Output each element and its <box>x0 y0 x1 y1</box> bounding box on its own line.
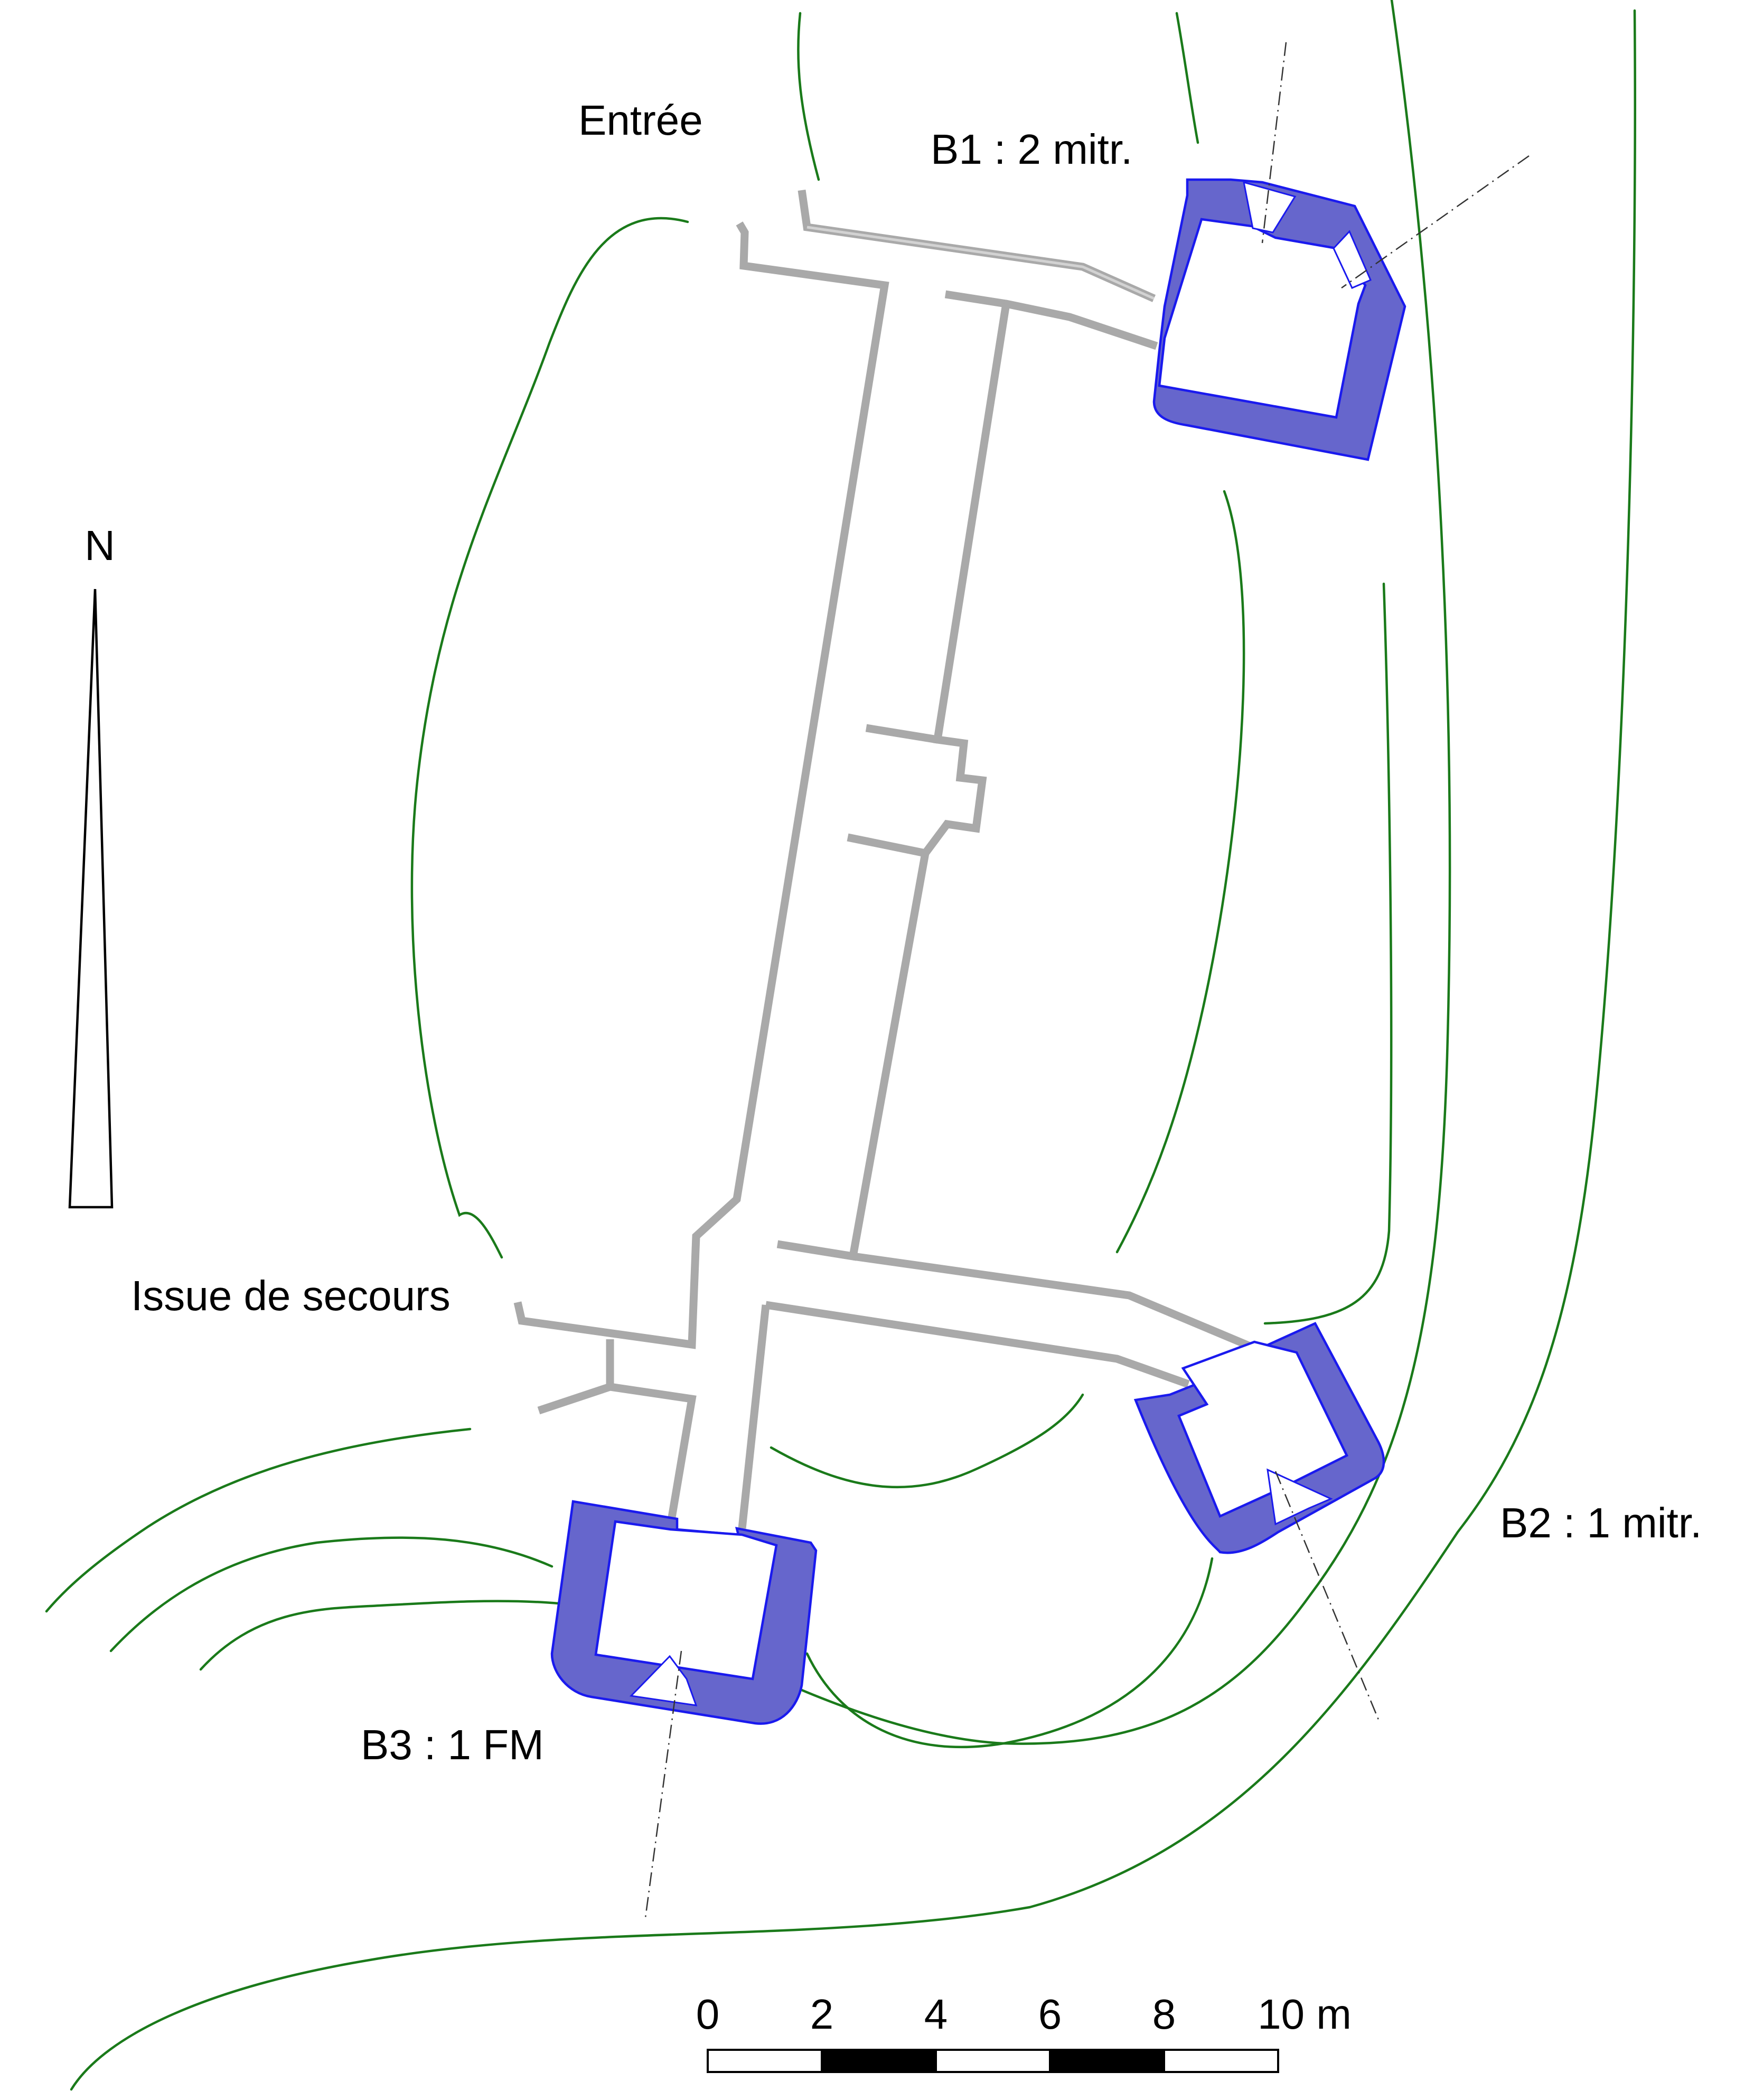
contour-line <box>770 1393 1084 1489</box>
gallery-wall-highlight <box>806 226 1155 300</box>
firing-lines <box>644 42 1530 1918</box>
scale-tick-label: 8 <box>1152 1991 1176 2038</box>
bunker-b1-embrasure <box>1243 181 1297 234</box>
gallery-east-wall <box>944 290 1158 350</box>
bunker-b1-interior <box>1158 218 1367 419</box>
gallery-entrance-south-wall <box>513 221 889 1349</box>
scale-segment <box>1163 2049 1279 2073</box>
scale-segment <box>1049 2049 1165 2073</box>
bunker-b2-embrasure <box>1267 1468 1333 1526</box>
b2-firing-line <box>1274 1471 1380 1720</box>
scale-tick-label: 0 <box>696 1991 720 2038</box>
gallery-exit-spur <box>537 1383 612 1415</box>
contour-line <box>45 1427 472 1613</box>
scale-segment <box>935 2049 1051 2073</box>
bunker-b1 <box>1152 178 1406 461</box>
north-arrow: N <box>68 522 115 1209</box>
contour-line <box>805 1557 1214 1749</box>
plan-labels: Entrée B1 : 2 mitr. Issue de secours B2 … <box>131 97 1702 1768</box>
contour-line <box>199 0 1451 1745</box>
north-arrow-icon <box>68 589 114 1209</box>
gallery-south-junction-wall <box>852 1252 1267 1356</box>
contour-line <box>410 217 689 1259</box>
terrain-contours <box>45 0 1636 2091</box>
scale-segment <box>707 2049 823 2073</box>
bunker-b3 <box>550 1500 818 1725</box>
contour-line <box>1115 490 1245 1254</box>
bunker-b2-interior <box>1177 1340 1348 1518</box>
gallery-niche-wall <box>865 724 939 744</box>
b1-firing-line <box>1261 42 1287 244</box>
label-entree: Entrée <box>578 97 703 144</box>
contour-line <box>1263 582 1393 1325</box>
bunker-b2 <box>1133 1322 1385 1554</box>
gallery-niche-wall <box>847 833 926 857</box>
b1-firing-line <box>1341 155 1530 289</box>
scale-segment <box>821 2049 937 2073</box>
scale-tick-label: 10 m <box>1258 1991 1352 2038</box>
underground-galleries <box>513 189 1267 1529</box>
scale-tick-label: 2 <box>810 1991 834 2038</box>
bunker-b3-interior <box>594 1520 778 1681</box>
label-b2: B2 : 1 mitr. <box>1500 1499 1702 1546</box>
contour-line <box>70 9 1636 2091</box>
scale-bar: 0 2 4 6 8 10 m <box>696 1991 1352 2073</box>
scale-tick-label: 6 <box>1038 1991 1062 2038</box>
gallery-b3-east-wall <box>738 1304 770 1529</box>
gallery-b2-approach-wall <box>765 1301 1190 1388</box>
scale-tick-label: 4 <box>924 1991 948 2038</box>
contour-line <box>797 12 820 181</box>
gallery-b3-west-wall <box>606 1339 697 1518</box>
label-b3: B3 : 1 FM <box>361 1721 544 1768</box>
bunker-b3-embrasure <box>629 1655 698 1706</box>
b3-firing-line <box>644 1650 682 1918</box>
contour-line <box>1175 12 1199 144</box>
label-issue-de-secours: Issue de secours <box>131 1272 451 1319</box>
label-b1: B1 : 2 mitr. <box>931 126 1132 173</box>
north-arrow-label: N <box>85 522 115 569</box>
contour-line <box>109 1536 554 1653</box>
gallery-inner-wall <box>776 303 1010 1261</box>
